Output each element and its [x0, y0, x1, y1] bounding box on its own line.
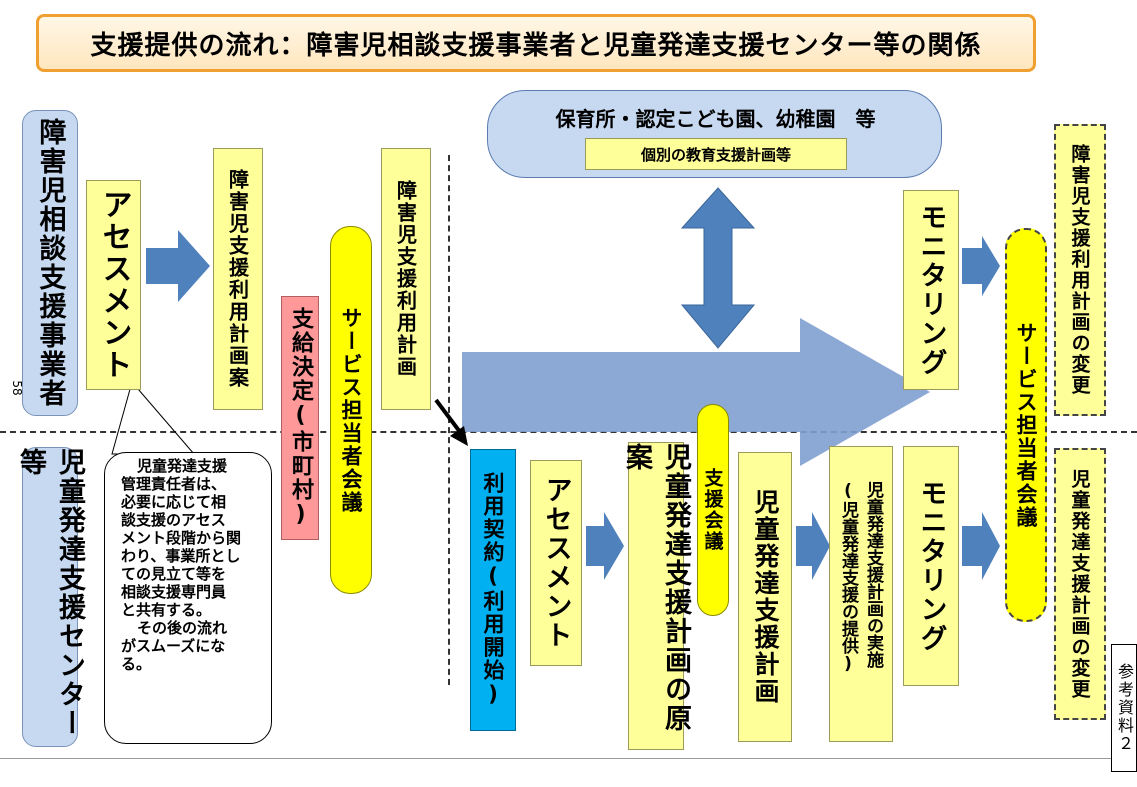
nursery-sub: 個別の教育支援計画等 — [585, 138, 847, 170]
page-title: 支援提供の流れ：障害児相談支援事業者と児童発達支援センター等の関係 — [36, 14, 1036, 72]
assessment-top-box: アセスメント — [86, 180, 141, 390]
dev-plan-label: 児童発達支援計画 — [751, 489, 780, 705]
plan-draft-top-box: 障害児支援利用計画案 — [213, 148, 263, 410]
callout-line: 相談支援専門員 — [121, 583, 227, 601]
callout-line: メント段階から関 — [121, 529, 242, 547]
implementation-label-a: 児童発達支援計画の実施 — [863, 481, 883, 668]
support-meeting-box: 支援会議 — [697, 404, 729, 616]
nursery-box: 保育所・認定こども園、幼稚園 等 個別の教育支援計画等 — [487, 90, 942, 178]
plan-change-top-box: 障害児支援利用計画の変更 — [1054, 124, 1106, 416]
callout-line: 児童発達支援 — [137, 457, 228, 475]
decision-label: 支給決定(市町村) — [288, 307, 313, 529]
service-meeting-label: サービス担当者会議 — [339, 306, 363, 514]
arrow-monitoring-to-meeting-bottom — [962, 512, 1000, 580]
monitoring-top-box: モニタリング — [903, 190, 959, 390]
top-actor-label: 障害児相談支援事業者 — [34, 118, 66, 408]
arrow-assessment-to-draft — [146, 230, 210, 302]
implementation-label-b: (児童発達支援の提供) — [838, 481, 858, 674]
arrow-monitoring-to-meeting-top — [962, 236, 1000, 296]
support-meeting-label: 支援会議 — [701, 468, 724, 552]
callout-line: る。 — [121, 655, 152, 673]
callout-line: 談支援のアセス — [121, 511, 226, 529]
callout-tail — [111, 381, 166, 455]
assessment-bottom-box: アセスメント — [530, 460, 582, 666]
bottom-actor-label: 児童発達支援センター等 — [15, 448, 85, 738]
callout-line: わり、事業所とし — [121, 547, 241, 565]
assessment-top-label: アセスメント — [96, 189, 132, 381]
plan-top-box: 障害児支援利用計画 — [381, 148, 431, 410]
double-vertical-arrow — [680, 187, 756, 349]
dev-plan-draft-box: 児童発達支援計画の原案 — [621, 442, 691, 750]
nursery-title: 保育所・認定こども園、幼稚園 等 — [555, 107, 876, 131]
dev-plan-change-label: 児童発達支援計画の変更 — [1068, 468, 1091, 700]
service-meeting-right-box: サービス担当者会議 — [1005, 228, 1047, 622]
contract-label: 利用契約(利用開始) — [481, 472, 505, 708]
main-flow-arrow — [462, 318, 930, 466]
reference-label-box: 参考資料２ — [1111, 644, 1137, 772]
dev-plan-change-box: 児童発達支援計画の変更 — [1054, 448, 1106, 720]
callout-line: 管理責任者は、 — [121, 475, 227, 493]
decision-box: 支給決定(市町村) — [281, 296, 319, 540]
callout-line: と共有する。 — [121, 601, 212, 619]
monitoring-bottom-box: モニタリング — [903, 446, 959, 686]
bottom-rule — [0, 758, 1137, 759]
service-meeting-right-label: サービス担当者会議 — [1014, 321, 1038, 529]
plan-draft-top-label: 障害児支援利用計画案 — [225, 169, 250, 389]
implementation-box: 児童発達支援計画の実施 (児童発達支援の提供) — [829, 446, 893, 742]
callout-line: ての見立て等を — [121, 565, 227, 583]
assessment-bottom-label: アセスメント — [540, 476, 572, 650]
callout-line: その後の流れ — [137, 619, 228, 637]
bottom-actor-box: 児童発達支援センター等 — [15, 447, 85, 747]
top-actor-box: 障害児相談支援事業者 — [22, 110, 78, 416]
callout-box: 児童発達支援 管理責任者は、 必要に応じて相 談支援のアセス メント段階から関 … — [104, 452, 272, 744]
service-meeting-box: サービス担当者会議 — [330, 226, 372, 594]
arrow-plan-to-implementation — [796, 512, 830, 580]
monitoring-bottom-label: モニタリング — [915, 479, 947, 653]
plan-top-label: 障害児支援利用計画 — [393, 180, 418, 378]
plan-change-top-label: 障害児支援利用計画の変更 — [1068, 144, 1091, 396]
callout-line: がスムーズにな — [121, 637, 226, 655]
dev-plan-draft-label: 児童発達支援計画の原案 — [621, 443, 691, 733]
arrow-assessment-to-draft-bottom — [586, 512, 624, 580]
dev-plan-box: 児童発達支援計画 — [738, 452, 792, 742]
callout-line: 必要に応じて相 — [121, 493, 227, 511]
diagonal-arrowhead — [450, 426, 468, 446]
reference-label: 参考資料２ — [1115, 663, 1134, 753]
monitoring-top-label: モニタリング — [915, 203, 947, 377]
contract-box: 利用契約(利用開始) — [470, 449, 516, 731]
